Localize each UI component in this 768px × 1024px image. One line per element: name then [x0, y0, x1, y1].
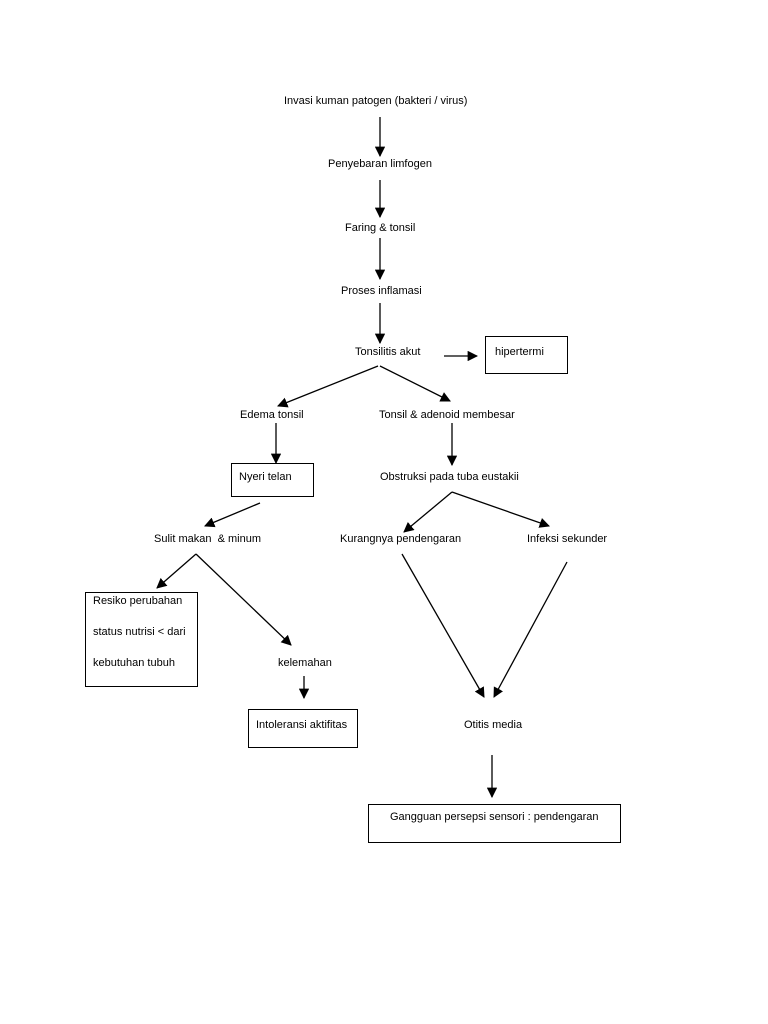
node-infeksi: Infeksi sekunder — [527, 533, 608, 545]
arrow-tonsilitis-edema — [277, 365, 379, 408]
intoleransi-box — [248, 709, 358, 748]
arrow-obstruksi-infeksi — [451, 491, 550, 528]
node-invasi: Invasi kuman patogen (bakteri / virus) — [284, 95, 468, 107]
arrow-infeksi-otitis — [493, 561, 568, 698]
node-penyebaran: Penyebaran limfogen — [328, 158, 432, 170]
node-otitis: Otitis media — [464, 719, 523, 731]
node-edema: Edema tonsil — [240, 409, 304, 421]
node-gangguan: Gangguan persepsi sensori : pendengaran — [390, 811, 599, 823]
arrow-kurang-otitis — [401, 553, 485, 698]
node-resiko-line-2: status nutrisi < dari — [93, 626, 186, 638]
node-resiko-line-1: Resiko perubahan — [93, 595, 183, 607]
node-kurang: Kurangnya pendengaran — [340, 533, 462, 545]
arrow-obstruksi-kurang — [403, 491, 453, 533]
arrow-nyeri-sulit — [204, 502, 261, 528]
node-faring: Faring & tonsil — [345, 222, 416, 234]
node-resiko-line-3: kebutuhan tubuh — [93, 657, 175, 669]
node-proses: Proses inflamasi — [341, 285, 422, 297]
node-tonsilitis: Tonsilitis akut — [355, 346, 421, 358]
arrow-tonsilitis-membesar — [379, 365, 451, 402]
node-intoleransi: Intoleransi aktifitas — [256, 719, 348, 731]
node-membesar: Tonsil & adenoid membesar — [379, 409, 515, 421]
node-sulit: Sulit makan & minum — [154, 533, 261, 545]
node-kelemahan: kelemahan — [278, 657, 332, 669]
node-obstruksi: Obstruksi pada tuba eustakii — [380, 471, 519, 483]
node-hipertermi: hipertermi — [495, 346, 544, 358]
node-nyeri: Nyeri telan — [239, 471, 292, 483]
nyeri-telan-box — [231, 463, 314, 497]
resiko-box — [85, 592, 198, 687]
gangguan-box — [368, 804, 621, 843]
arrow-sulit-kelemahan — [195, 553, 292, 646]
hipertermi-box — [485, 336, 568, 374]
arrow-sulit-resiko — [156, 553, 197, 589]
